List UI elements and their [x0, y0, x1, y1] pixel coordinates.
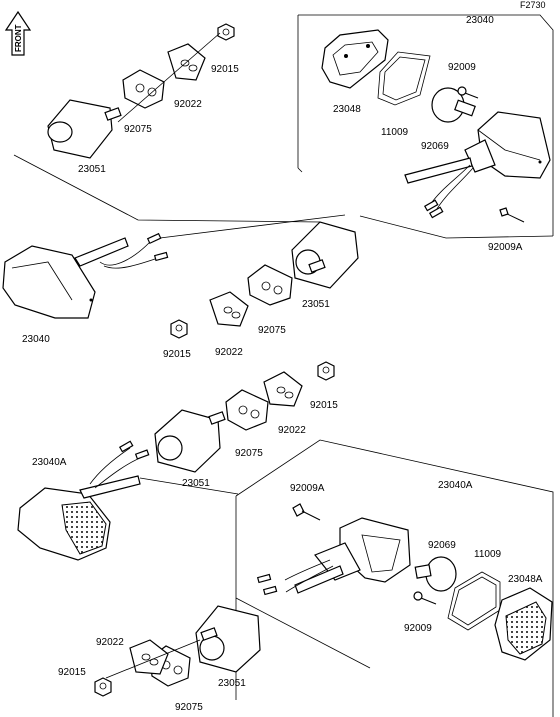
turn-signal-23040A-bottom — [256, 517, 411, 596]
label-92015-a: 92015 — [211, 64, 239, 75]
gasket-11009-bottom — [447, 571, 501, 631]
label-11009-top: 11009 — [381, 127, 409, 138]
label-92009-bottom: 92009 — [404, 623, 432, 634]
label-92075-a: 92075 — [124, 124, 152, 135]
nut-92015-c — [317, 361, 335, 381]
bulb-92069-top — [431, 87, 476, 123]
assembly-box-23040A — [235, 439, 554, 717]
figure-code: F2730 — [520, 0, 546, 10]
screw-92009A-bottom — [292, 503, 321, 521]
grommet-92075-a — [122, 69, 165, 109]
label-92015-d: 92015 — [58, 667, 86, 678]
grommet-92075-b — [247, 264, 293, 306]
screw-92009A-top — [499, 207, 525, 223]
front-badge-text: FRONT — [14, 24, 23, 52]
label-92022-a: 92022 — [174, 99, 202, 110]
bracket-23051-b — [291, 221, 359, 289]
washer-92022-d — [129, 639, 169, 675]
nut-92015-d — [94, 677, 112, 697]
label-23048A: 23048A — [508, 574, 543, 585]
bulb-92069-bottom — [414, 556, 457, 592]
label-23040A-left: 23040A — [32, 457, 67, 468]
screw-92009-bottom — [413, 591, 437, 605]
label-23051-c: 23051 — [182, 478, 210, 489]
bracket-23051-c — [154, 409, 226, 473]
nut-92015-b — [170, 319, 188, 339]
label-23040-left: 23040 — [22, 334, 50, 345]
label-92075-b: 92075 — [258, 325, 286, 336]
label-92022-b: 92022 — [215, 347, 243, 358]
label-92009A-top: 92009A — [488, 242, 523, 253]
turn-signal-23040-left — [2, 232, 169, 319]
assembly-box-23040 — [297, 14, 554, 239]
label-23048: 23048 — [333, 104, 361, 115]
turn-signal-23040-top — [404, 111, 551, 219]
label-23040-top: 23040 — [466, 15, 494, 26]
gasket-11009-top — [377, 51, 431, 106]
label-92015-c: 92015 — [310, 400, 338, 411]
label-92075-d: 92075 — [175, 702, 203, 713]
label-23051-a: 23051 — [78, 164, 106, 175]
label-92009-top: 92009 — [448, 62, 476, 73]
label-92009A-bottom: 92009A — [290, 483, 325, 494]
turn-signal-23040A-left — [17, 440, 150, 561]
label-92075-c: 92075 — [235, 448, 263, 459]
lens-23048 — [321, 29, 389, 89]
label-92069-top: 92069 — [421, 141, 449, 152]
screw-92009-top — [457, 86, 479, 99]
label-23040A-bottom: 23040A — [438, 480, 473, 491]
label-92015-b: 92015 — [163, 349, 191, 360]
label-92069-bottom: 92069 — [428, 540, 456, 551]
washer-92022-b — [209, 291, 249, 327]
label-23051-d: 23051 — [218, 678, 246, 689]
washer-92022-c — [263, 371, 303, 407]
lens-23048A — [494, 587, 553, 661]
label-92022-d: 92022 — [96, 637, 124, 648]
front-arrow-badge: FRONT — [4, 10, 32, 56]
nut-92015-a — [217, 23, 235, 41]
bracket-23051-a — [47, 99, 122, 159]
label-11009-bottom: 11009 — [474, 549, 502, 560]
label-92022-c: 92022 — [278, 425, 306, 436]
label-23051-b: 23051 — [302, 299, 330, 310]
bracket-23051-d — [195, 605, 261, 673]
grommet-92075-c — [225, 389, 269, 431]
